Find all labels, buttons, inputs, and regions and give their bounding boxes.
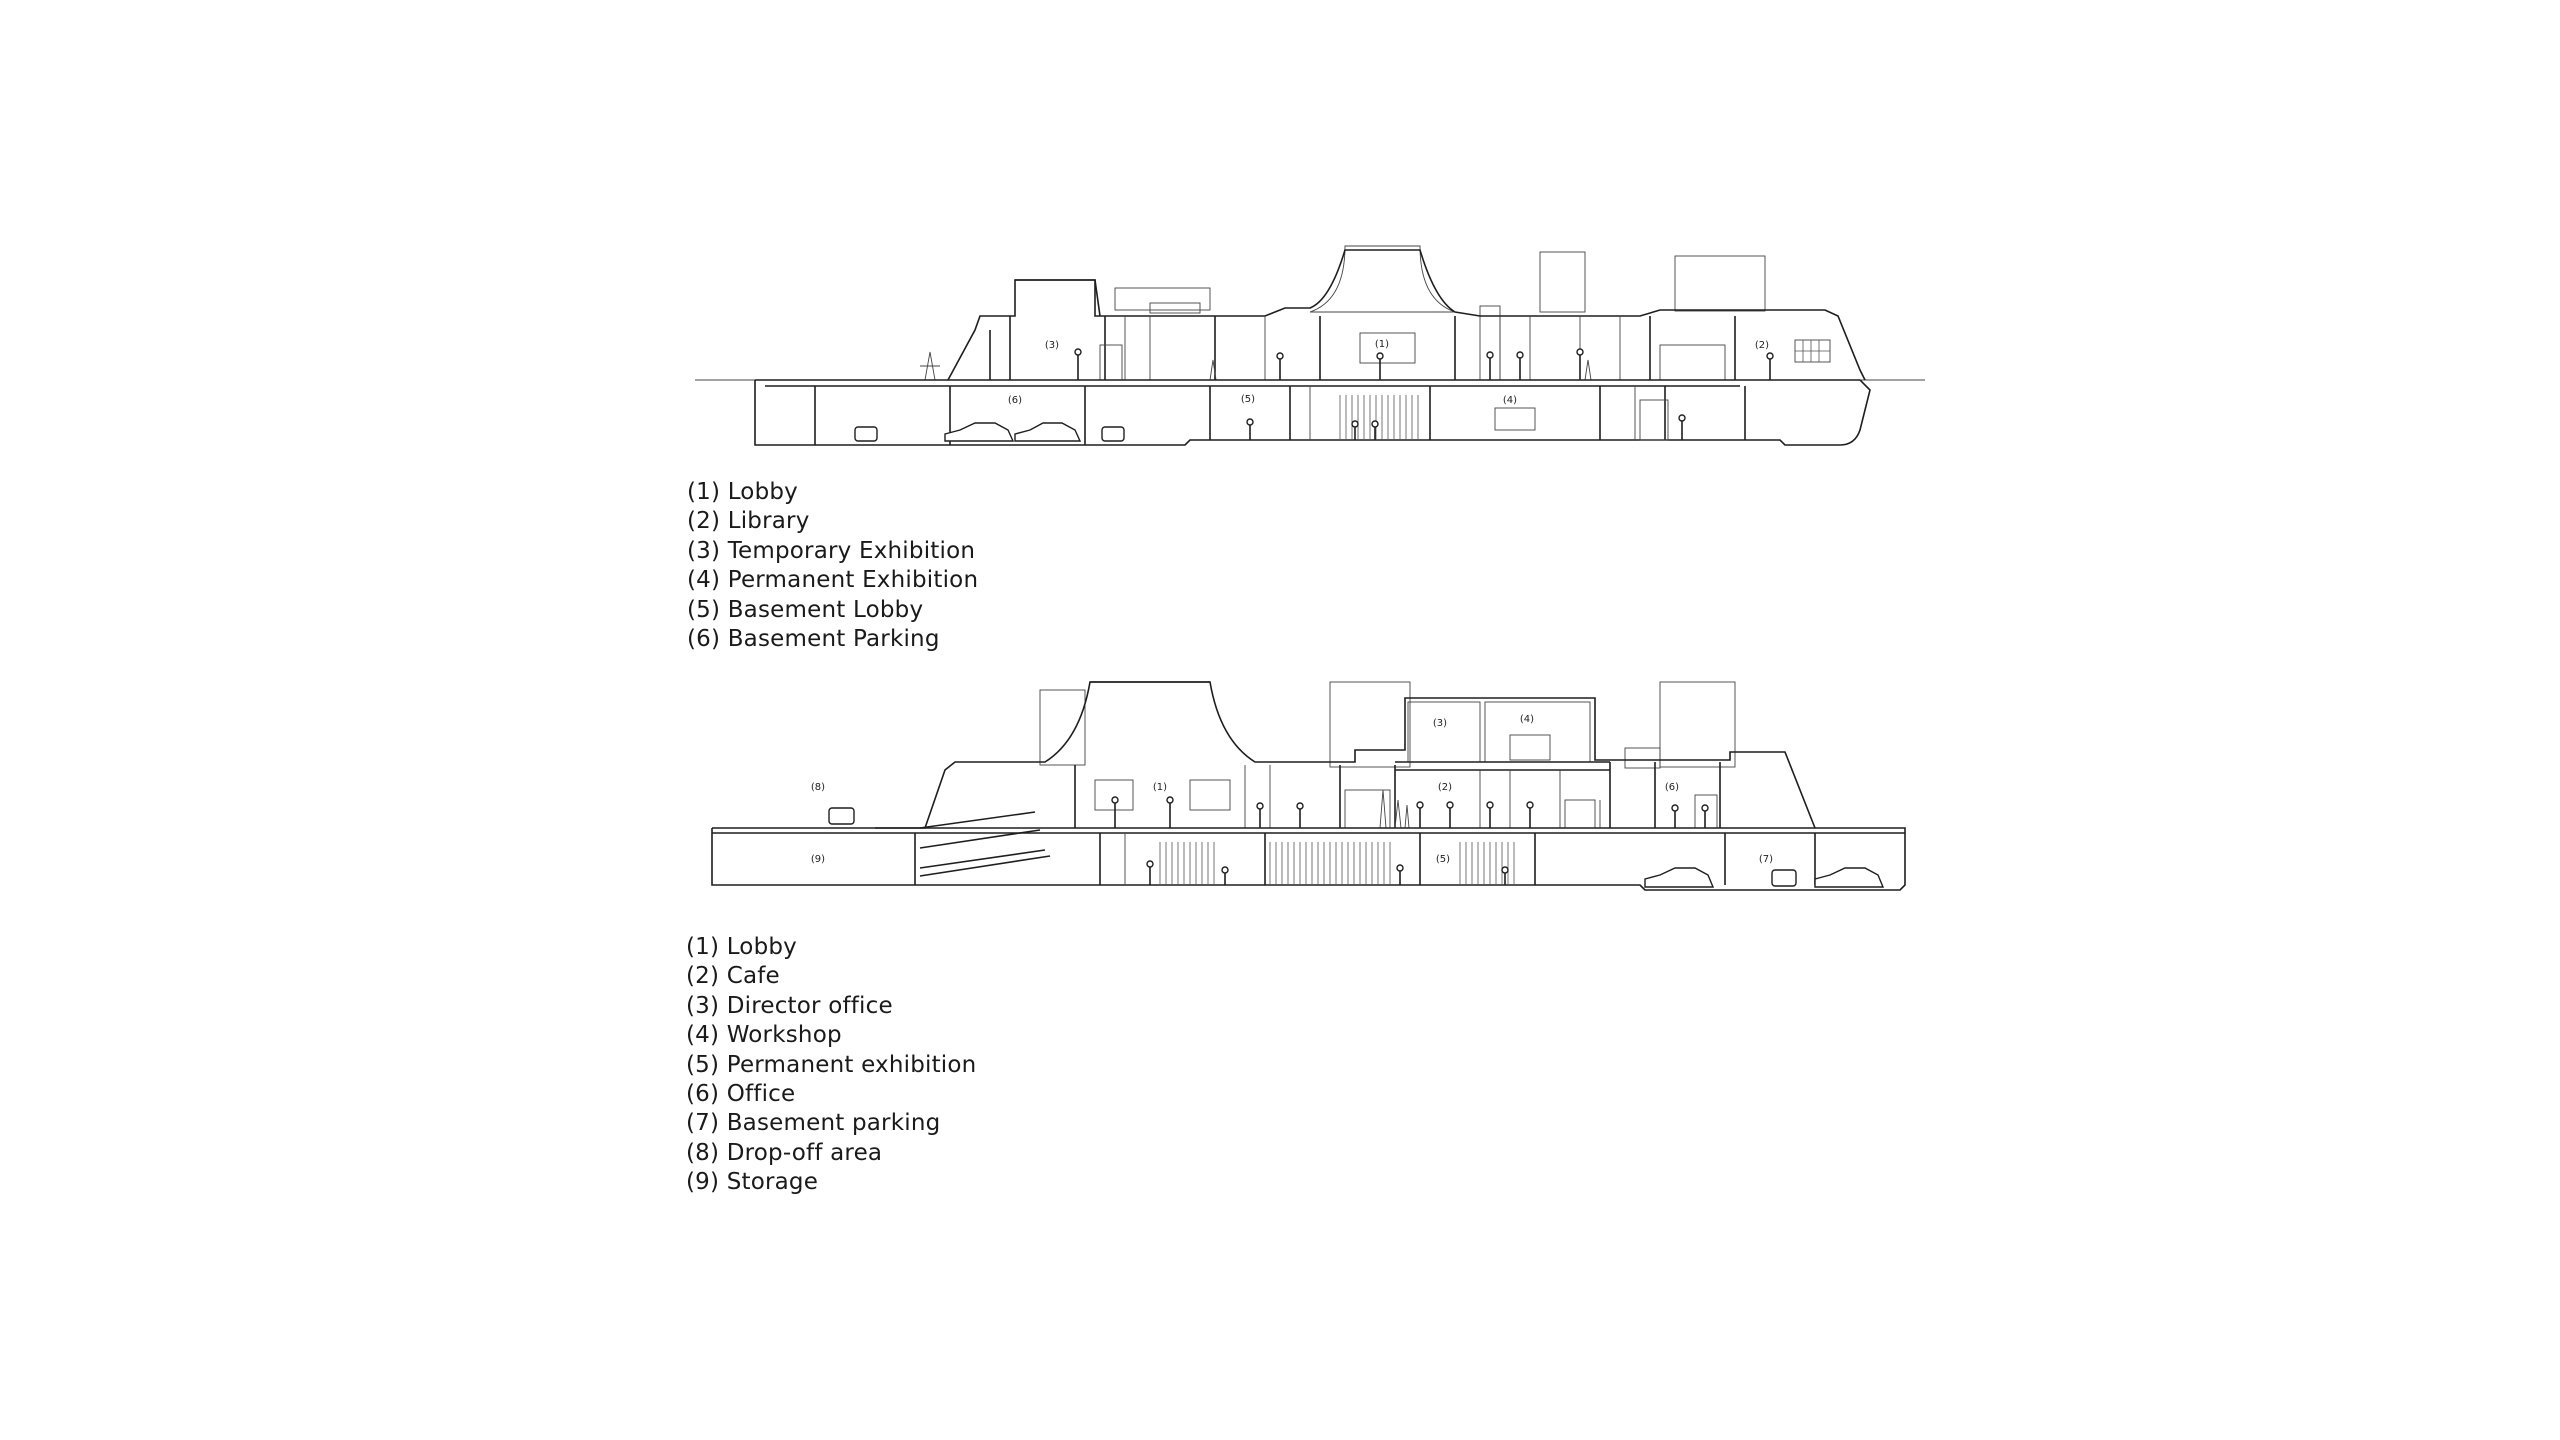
section-2-room-label-5: (5) bbox=[1436, 854, 1450, 865]
section-1-room-label-2: (2) bbox=[1755, 340, 1769, 351]
section-1-roof bbox=[947, 249, 1866, 381]
section-2-hatch-panel bbox=[1159, 842, 1515, 885]
section-2-background-volumes bbox=[1039, 681, 1736, 769]
section-2-legend: (1) Lobby (2) Cafe (3) Director office (… bbox=[686, 933, 976, 1198]
section-1-hatch-panel bbox=[1339, 395, 1419, 440]
section-2-basement bbox=[711, 827, 1906, 891]
section-1-room-label-4: (4) bbox=[1503, 395, 1517, 406]
section-2-room-label-1: (1) bbox=[1153, 782, 1167, 793]
legend-item: (2) Cafe bbox=[686, 963, 780, 990]
legend-item: (6) Basement Parking bbox=[687, 626, 940, 653]
section-2-drawing: (1) (2) (3) (4) (5) (6) (7) (8) (9) bbox=[711, 681, 1906, 891]
section-2-dropoff bbox=[828, 807, 1051, 877]
legend-item: (3) Temporary Exhibition bbox=[687, 537, 976, 564]
legend-item: (8) Drop-off area bbox=[686, 1139, 883, 1166]
legend-item: (3) Director office bbox=[686, 992, 893, 1019]
legend-item: (9) Storage bbox=[686, 1169, 819, 1196]
section-1-room-label-6: (6) bbox=[1008, 395, 1022, 406]
section-1-legend: (1) Lobby (2) Library (3) Temporary Exhi… bbox=[687, 478, 978, 654]
section-2-room-label-4: (4) bbox=[1520, 714, 1534, 725]
legend-item: (4) Workshop bbox=[686, 1022, 842, 1049]
section-2-room-label-9: (9) bbox=[811, 854, 825, 865]
legend-item: (2) Library bbox=[687, 508, 810, 535]
section-1-car bbox=[854, 426, 878, 442]
section-2-upper-rooms bbox=[1395, 701, 1610, 771]
section-2-room-label-3: (3) bbox=[1433, 718, 1447, 729]
section-1-car bbox=[944, 422, 1015, 442]
legend-item: (6) Office bbox=[686, 1081, 796, 1108]
section-1-background-volumes bbox=[1114, 245, 1766, 381]
legend-item: (1) Lobby bbox=[686, 934, 797, 960]
legend-item: (5) Basement Lobby bbox=[687, 596, 924, 623]
legend-item: (7) Basement parking bbox=[686, 1110, 941, 1137]
section-1-car bbox=[1014, 422, 1082, 442]
section-1-drawing: (1) (2) (3) (4) (5) (6) bbox=[695, 245, 1925, 446]
legend-item: (5) Permanent exhibition bbox=[686, 1051, 977, 1078]
section-2-car bbox=[1644, 867, 1715, 888]
section-1-figures-ground bbox=[920, 348, 1774, 381]
section-2-roof bbox=[875, 681, 1816, 829]
section-1-basement bbox=[754, 379, 1871, 446]
legend-item: (1) Lobby bbox=[687, 479, 798, 505]
section-2-room-label-6: (6) bbox=[1665, 782, 1679, 793]
section-1-ground-walls bbox=[989, 316, 1831, 381]
section-2-room-label-7: (7) bbox=[1759, 854, 1773, 865]
section-2-car bbox=[828, 807, 855, 825]
section-2-car bbox=[1771, 869, 1797, 887]
section-1-room-label-3: (3) bbox=[1045, 340, 1059, 351]
section-1-car bbox=[1101, 426, 1125, 442]
section-1-room-label-5: (5) bbox=[1241, 394, 1255, 405]
legend-item: (4) Permanent Exhibition bbox=[687, 567, 979, 594]
section-2-room-label-2: (2) bbox=[1438, 782, 1452, 793]
section-2-car bbox=[1814, 867, 1885, 888]
section-1-room-label-1: (1) bbox=[1375, 339, 1389, 350]
section-2-room-label-8: (8) bbox=[811, 782, 825, 793]
section-2-ground-walls bbox=[1074, 762, 1721, 829]
